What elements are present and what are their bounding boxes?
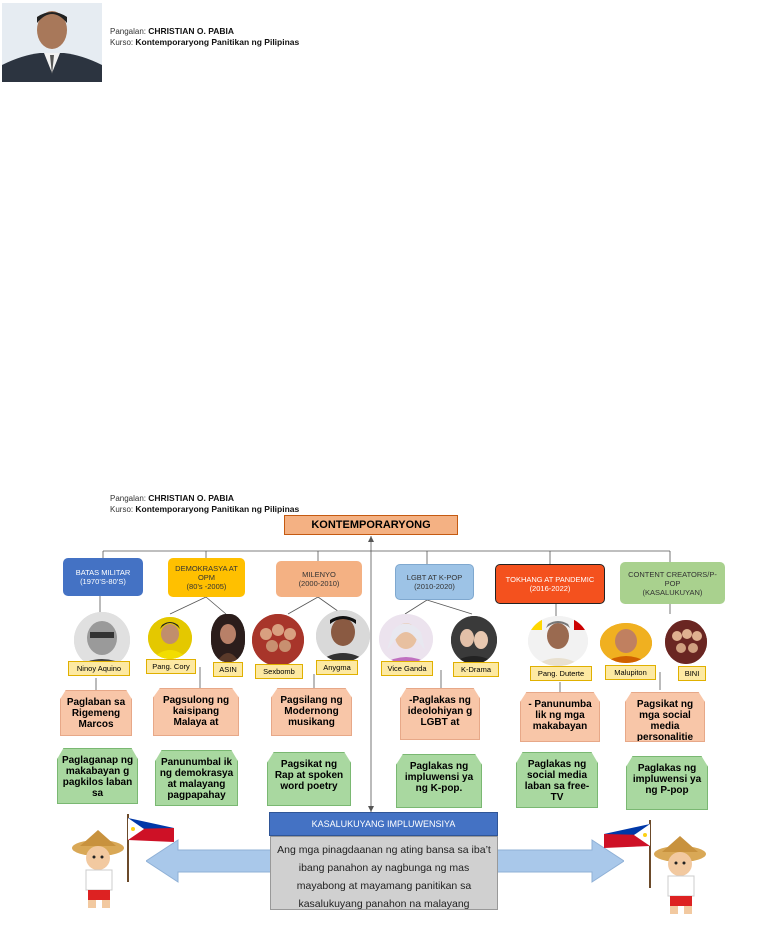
malupiton-photo-icon [600, 623, 652, 663]
green-box-content: Paglakas ng impluwensi ya ng P-pop [626, 756, 708, 810]
duterte-photo-icon [528, 616, 588, 666]
name-tag-ninoy: Ninoy Aquino [68, 661, 130, 676]
name-value: CHRISTIAN O. PABIA [148, 26, 235, 36]
boy-with-flag-right-icon [604, 820, 706, 914]
course-label: Kurso: [110, 38, 134, 47]
vice-ganda-photo-icon [379, 614, 433, 664]
era-batas-militar: BATAS MILITAR(1970’S-80’S) [63, 558, 143, 596]
ninoy-photo-icon [74, 612, 130, 668]
name-tag-asin: ASIN [213, 662, 243, 677]
era-demokrasya: DEMOKRASYA AT OPM(80’s -2005) [168, 558, 245, 597]
era-years: (KASALUKUYAN) [642, 587, 703, 597]
green-box-demokrasya: Panunumbal ik ng demokrasya at malayang … [155, 750, 238, 806]
name-tag-vice-ganda: Vice Ganda [381, 661, 433, 676]
name-tag-anygma: Anygma [316, 660, 358, 675]
sexbomb-photo-icon [252, 614, 304, 666]
course-value: Kontemporaryong Panitikan ng Pilipinas [135, 504, 300, 514]
profile-photo [2, 3, 102, 82]
era-lgbt-kpop: LGBT AT K-POP(2010-2020) [395, 564, 474, 600]
pink-box-batas: Paglaban sa Rigemeng Marcos [60, 690, 132, 736]
kdrama-photo-icon [451, 616, 497, 664]
course-value: Kontemporaryong Panitikan ng Pilipinas [135, 37, 300, 47]
era-label: CONTENT CREATORS/P-POP [628, 569, 717, 588]
header-top: Pangalan: CHRISTIAN O. PABIA Kurso: Kont… [110, 26, 299, 48]
pink-box-milenyo: Pagsilang ng Modernong musikang [271, 688, 352, 736]
bini-photo-icon [665, 620, 707, 664]
name-tag-malupiton: Malupiton [605, 665, 656, 680]
era-years: (2010-2020) [414, 582, 455, 591]
era-content-creators: CONTENT CREATORS/P-POP(KASALUKUYAN) [620, 562, 725, 604]
name-tag-kdrama: K-Drama [453, 662, 499, 677]
era-years: (2016-2022) [529, 584, 571, 593]
pink-box-demokrasya: Pagsulong ng kaisipang Malaya at [153, 688, 239, 736]
course-label: Kurso: [110, 505, 134, 514]
name-tag-cory: Pang. Cory [146, 659, 196, 674]
era-label: TOKHANG AT PANDEMIC [505, 575, 595, 584]
influence-title: KASALUKUYANG IMPLUWENSIYA [269, 812, 498, 836]
pink-box-tokhang: - Panunumba lik ng mga makabayan [520, 692, 600, 742]
era-years: (1970’S-80’S) [80, 577, 126, 586]
main-title: KONTEMPORARYONG [284, 515, 458, 535]
anygma-photo-icon [316, 610, 370, 662]
era-tokhang: TOKHANG AT PANDEMIC(2016-2022) [495, 564, 605, 604]
era-milenyo: MILENYO(2000-2010) [276, 561, 362, 597]
era-years: (80’s -2005) [186, 582, 227, 591]
asin-photo-icon [211, 614, 245, 662]
green-box-milenyo: Pagsikat ng Rap at spoken word poetry [267, 752, 351, 806]
era-label: LGBT AT K-POP [406, 573, 463, 582]
influence-text-box: Ang mga pinagdaanan ng ating bansa sa ib… [270, 836, 498, 910]
name-value: CHRISTIAN O. PABIA [148, 493, 235, 503]
era-label: MILENYO [302, 570, 336, 579]
influence-text: Ang mga pinagdaanan ng ating bansa sa ib… [277, 844, 491, 910]
name-tag-duterte: Pang. Duterte [530, 666, 592, 681]
name-tag-bini: BINI [678, 666, 706, 681]
green-box-tokhang: Paglakas ng social media laban sa free-T… [516, 752, 598, 808]
pink-box-lgbt: -Paglakas ng ideolohiyan g LGBT at [400, 688, 480, 740]
boy-with-flag-left-icon [72, 814, 174, 908]
era-label: DEMOKRASYA AT OPM [175, 564, 238, 582]
pink-box-content: Pagsikat ng mga social media personaliti… [625, 692, 705, 742]
header-mid: Pangalan: CHRISTIAN O. PABIA Kurso: Kont… [110, 493, 299, 515]
cory-photo-icon [148, 617, 192, 659]
name-label: Pangalan: [110, 27, 147, 36]
era-years: (2000-2010) [298, 579, 340, 588]
name-tag-sexbomb: Sexbomb [255, 664, 303, 679]
green-box-batas: Paglaganap ng makabayan g pagkilos laban… [57, 748, 138, 804]
name-label: Pangalan: [110, 494, 147, 503]
main-title-text: KONTEMPORARYONG [311, 518, 431, 531]
person-photo-icon [2, 3, 102, 82]
green-box-lgbt: Paglakas ng impluwensi ya ng K-pop. [396, 754, 482, 808]
influence-title-text: KASALUKUYANG IMPLUWENSIYA [311, 818, 456, 829]
era-label: BATAS MILITAR [75, 568, 131, 577]
